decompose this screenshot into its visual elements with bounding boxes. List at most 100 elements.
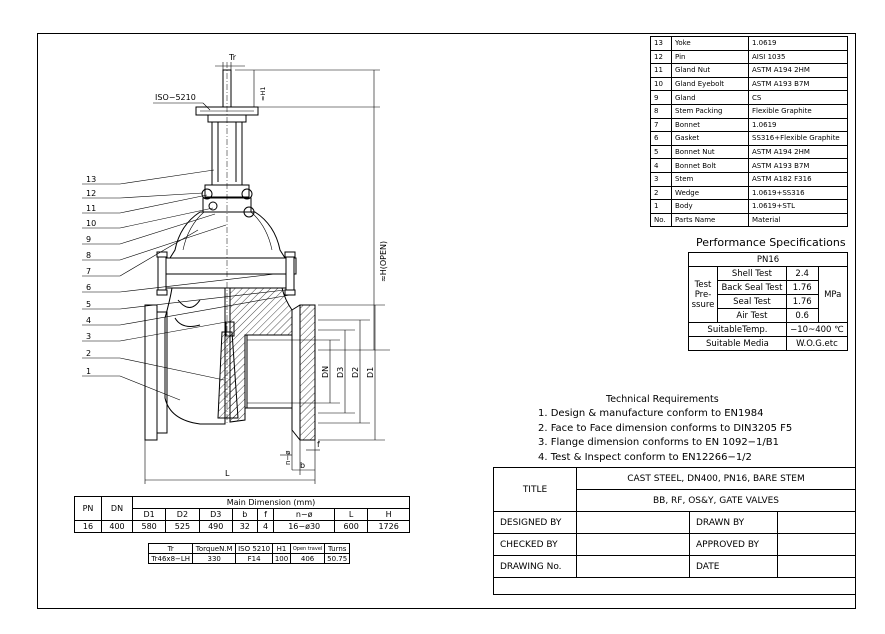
callout-4: 4 — [86, 316, 91, 325]
parts-cell-no: 2 — [650, 185, 672, 201]
parts-cell-material: 1.0619+STL — [748, 199, 848, 214]
test-name: Shell Test — [717, 266, 787, 281]
l-label: L — [225, 469, 230, 478]
checked-by-value[interactable] — [576, 533, 690, 556]
tech-requirement-item: 4. Test & Inspect conform to EN12266−1/2 — [538, 451, 752, 463]
d1-label: D1 — [366, 367, 375, 378]
main-dimension-title: Main Dimension (mm) — [132, 496, 410, 509]
d3-label: D3 — [336, 367, 345, 378]
test-value: 1.76 — [785, 294, 819, 309]
left-flange — [144, 304, 158, 441]
dimension-value: 16−ø30 — [273, 520, 336, 533]
pn-value: 16 — [74, 520, 102, 533]
title-label: TITLE — [493, 467, 577, 512]
parts-cell-name: Bonnet Bolt — [671, 158, 749, 173]
body-left — [164, 287, 226, 425]
dimension-value: 525 — [165, 520, 200, 533]
parts-header-material: Material — [748, 212, 848, 228]
torque-header: Open travel — [289, 543, 326, 554]
dn-value: 400 — [101, 520, 133, 533]
dimension-value: 580 — [131, 520, 167, 533]
callout-3: 3 — [86, 332, 91, 341]
callout-9: 9 — [86, 235, 91, 244]
title-line2: BB, RF, OS&Y, GATE VALVES — [576, 489, 856, 512]
b-label: b — [300, 461, 305, 470]
parts-cell-name: Bonnet Nut — [671, 144, 749, 160]
dn-header: DN — [101, 496, 133, 521]
parts-cell-name: Gasket — [671, 131, 749, 146]
parts-cell-no: 6 — [650, 131, 672, 146]
callout-8: 8 — [86, 251, 91, 260]
callout-1: 1 — [86, 367, 91, 376]
callout-11: 11 — [86, 204, 96, 213]
parts-cell-name: Wedge — [671, 185, 749, 201]
pressure-unit: MPa — [817, 266, 848, 323]
tech-requirements-list: 1. Design & manufacture conform to EN198… — [538, 407, 792, 465]
checked-by-label: CHECKED BY — [493, 533, 577, 556]
tech-requirement-item: 1. Design & manufacture conform to EN198… — [538, 408, 764, 419]
bonnet — [169, 211, 286, 259]
designed-by-value[interactable] — [576, 511, 690, 534]
torque-value: 50.75 — [324, 553, 350, 564]
parts-cell-material: 1.0619+SS316 — [748, 185, 848, 201]
parts-cell-no: 7 — [650, 117, 672, 133]
torque-header: Tr — [147, 543, 194, 554]
dimension-header: D2 — [165, 508, 200, 521]
date-value[interactable] — [777, 555, 856, 578]
f-label: f — [317, 440, 320, 449]
parts-cell-material: Flexible Graphite — [748, 103, 848, 119]
torque-header: Turns — [324, 543, 350, 554]
approved-by-label: APPROVED BY — [689, 533, 778, 556]
parts-cell-material: 1.0619 — [748, 117, 848, 133]
parts-cell-no: 13 — [650, 36, 672, 51]
test-pressure-label: Test Pre-ssure — [688, 266, 718, 323]
parts-cell-no: 5 — [650, 144, 672, 160]
drawing-frame — [37, 33, 856, 609]
n-phi-label: n−ø — [284, 450, 292, 465]
parts-cell-no: 3 — [650, 171, 672, 187]
parts-cell-material: 1.0619 — [748, 36, 848, 51]
dimension-value: 490 — [198, 520, 233, 533]
callout-10: 10 — [86, 219, 96, 228]
parts-cell-no: 12 — [650, 49, 672, 65]
drawn-by-value[interactable] — [777, 511, 856, 534]
dimension-header: b — [231, 508, 258, 521]
torque-header: TorqueN.M — [192, 543, 236, 554]
media-value: W.O.G.etc — [785, 336, 849, 351]
dimension-header: D1 — [131, 508, 167, 521]
dimension-value: 1726 — [367, 520, 410, 533]
right-flange — [299, 304, 316, 441]
parts-cell-material: ASTM A193 B7M — [748, 158, 848, 173]
torque-value: 330 — [192, 553, 236, 564]
parts-header-row: No. Parts Name Material — [650, 212, 848, 228]
wedge — [217, 331, 239, 419]
callout-5: 5 — [86, 300, 91, 309]
title-line1: CAST STEEL, DN400, PN16, BARE STEM — [576, 467, 856, 490]
test-name: Air Test — [717, 308, 787, 323]
date-label: DATE — [689, 555, 778, 578]
drawn-by-label: DRAWN BY — [689, 511, 778, 534]
parts-cell-name: Body — [671, 199, 749, 214]
drawing-no-value[interactable] — [576, 555, 690, 578]
parts-cell-material: ASTM A194 2HM — [748, 63, 848, 78]
test-name: Back Seal Test — [717, 280, 787, 295]
dimension-value: 4 — [256, 520, 275, 533]
parts-cell-name: Stem Packing — [671, 103, 749, 119]
drawing-no-label: DRAWING No. — [493, 555, 577, 578]
title-block: TITLE CAST STEEL, DN400, PN16, BARE STEM… — [493, 467, 856, 595]
callout-2: 2 — [86, 349, 91, 358]
parts-cell-material: AISI 1035 — [748, 49, 848, 65]
approved-by-value[interactable] — [777, 533, 856, 556]
